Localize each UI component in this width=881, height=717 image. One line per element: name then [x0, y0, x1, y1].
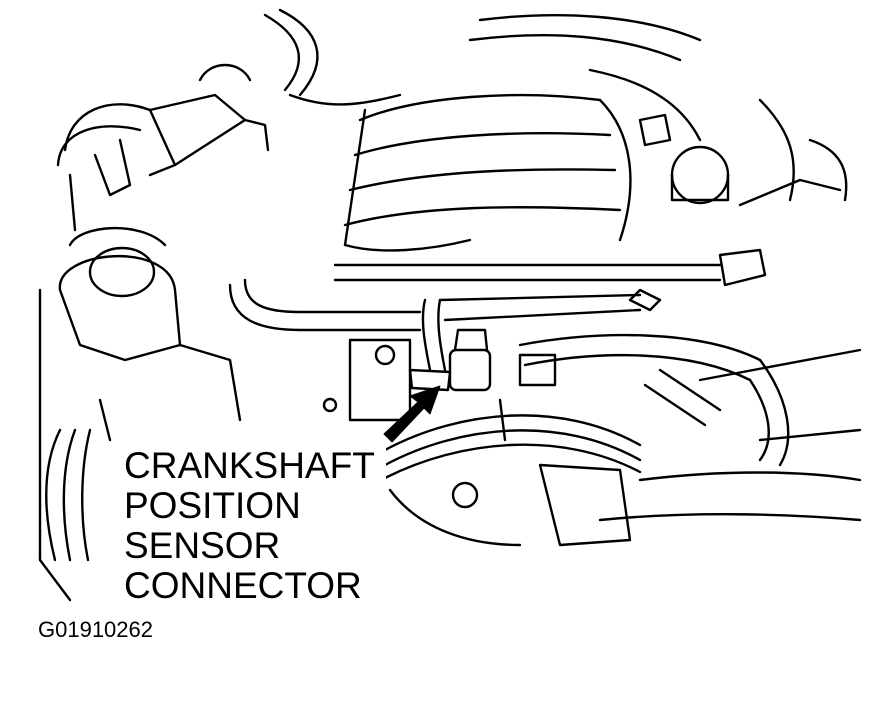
figure-id: G01910262	[38, 617, 153, 642]
callout-line-3: SENSOR	[124, 525, 281, 566]
intake-manifold	[343, 13, 848, 252]
callout-line-2: POSITION	[124, 485, 301, 526]
middle-hoses	[228, 248, 790, 467]
left-bracket	[38, 226, 242, 602]
callout-line-4: CONNECTOR	[124, 565, 362, 606]
lower-block	[388, 348, 862, 547]
arrow-icon	[383, 385, 441, 443]
callout-box	[120, 440, 386, 610]
callout-line-1: CRANKSHAFT	[124, 445, 375, 486]
upper-hoses	[56, 8, 402, 232]
sensor-area	[322, 298, 557, 422]
wire-harness	[45, 398, 642, 562]
